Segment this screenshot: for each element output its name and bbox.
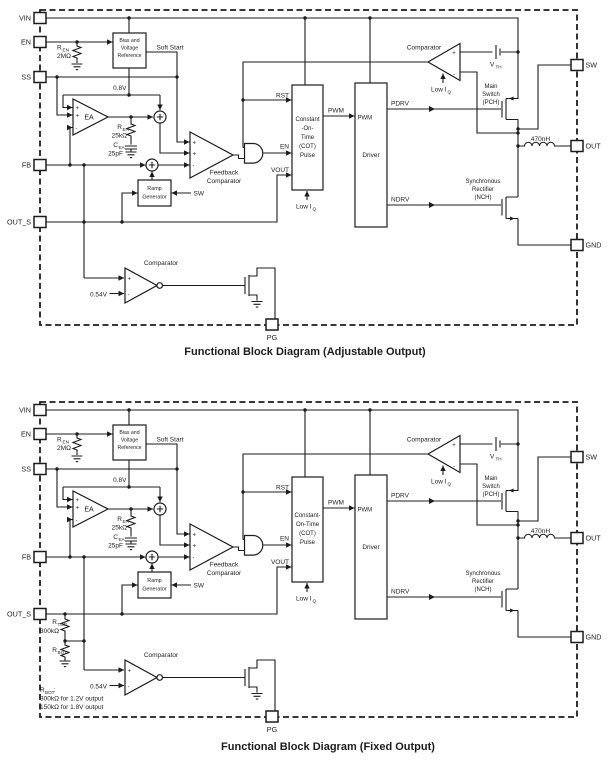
diagram-adjustable: Constant -On- Time (COT) Pulse (7, 10, 601, 342)
svg-text:-On-: -On- (302, 126, 314, 132)
svg-text:On-Time: On-Time (296, 522, 320, 528)
caption-fixed: Functional Block Diagram (Fixed Output) (221, 741, 435, 753)
rtop-symbol: R (52, 619, 57, 626)
adj-outs-junction (82, 220, 86, 224)
resistor-rbot (59, 644, 71, 661)
note-colon: : (54, 687, 56, 694)
svg-text:Pulse: Pulse (300, 153, 316, 159)
svg-text:(COT): (COT) (299, 144, 316, 150)
note-symbol: R (40, 687, 45, 694)
cot-text-fixed: Constant- On-Time (COT) Pulse (294, 513, 320, 546)
caption-adjustable: Functional Block Diagram (Adjustable Out… (184, 346, 426, 358)
svg-text:(COT): (COT) (299, 531, 316, 537)
note-subscript: BOT (45, 690, 55, 695)
svg-text:Constant-: Constant- (294, 513, 320, 519)
rtop-value: 300kΩ (40, 628, 59, 635)
rbot-note: R BOT : 300kΩ for 1.2V output 150kΩ for … (40, 687, 104, 711)
note-line1: 300kΩ for 1.2V output (40, 696, 104, 703)
svg-text:Pulse: Pulse (300, 540, 316, 546)
svg-text:Constant: Constant (295, 117, 319, 123)
diagram-fixed: Constant- On-Time (COT) Pulse R TOP 300k… (7, 402, 601, 734)
rbot-subscript: BOT (58, 650, 68, 655)
rtop-subscript: TOP (58, 622, 67, 627)
cot-text-adjustable: Constant -On- Time (COT) Pulse (295, 117, 319, 159)
note-line2: 150kΩ for 1.8V output (40, 704, 104, 711)
divider-ground (59, 660, 71, 668)
internal-feedback-divider: R TOP 300kΩ R BOT (40, 612, 86, 668)
rbot-symbol: R (52, 647, 57, 654)
svg-text:Time: Time (301, 135, 315, 141)
